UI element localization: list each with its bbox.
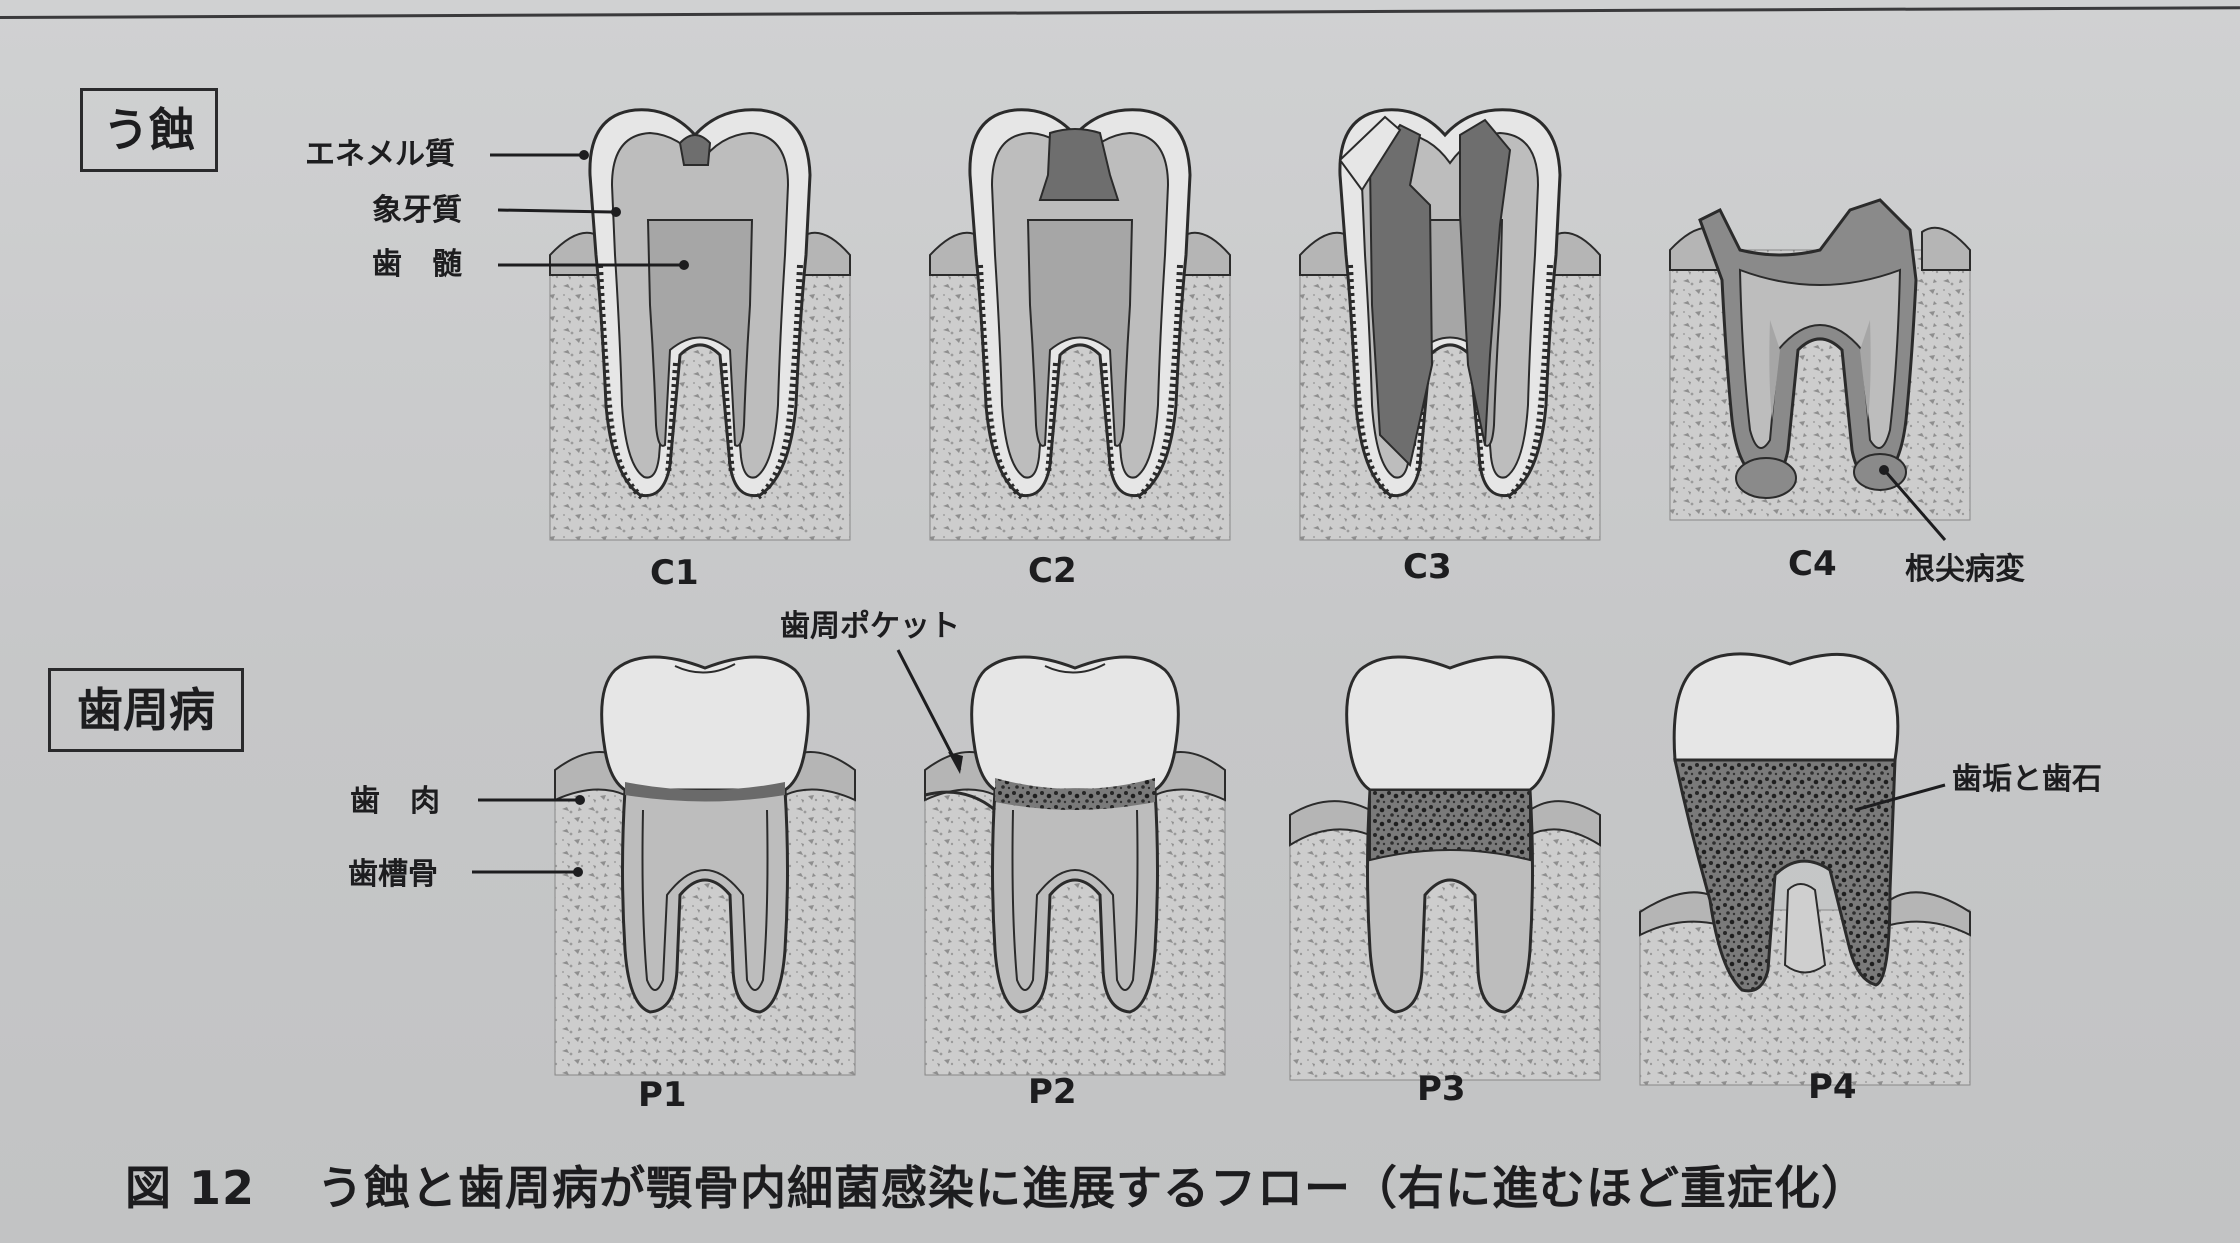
gingiva-label: 歯 肉 xyxy=(350,784,440,819)
apical-lesion-label: 根尖病変 xyxy=(1905,552,2025,587)
stage-p2: P2 xyxy=(1028,1072,1077,1112)
pulp-label: 歯 髄 xyxy=(372,247,462,282)
dentin-label: 象牙質 xyxy=(372,193,462,228)
stage-c3: C3 xyxy=(1403,547,1452,587)
stage-c4: C4 xyxy=(1788,544,1837,584)
plaque-calculus-label: 歯垢と歯石 xyxy=(1952,762,2102,797)
figure-caption-text: う蝕と歯周病が顎骨内細菌感染に進展するフロー（右に進むほど重症化） xyxy=(317,1161,1869,1215)
stage-p1: P1 xyxy=(638,1075,687,1115)
alveolar-bone-label: 歯槽骨 xyxy=(348,857,438,892)
figure-number: 図 12 xyxy=(125,1161,256,1215)
caries-section-label: う蝕 xyxy=(80,88,218,172)
stage-p3: P3 xyxy=(1417,1069,1466,1109)
stage-p4: P4 xyxy=(1808,1067,1857,1107)
stage-c2: C2 xyxy=(1028,551,1077,591)
pocket-label: 歯周ポケット xyxy=(780,609,960,644)
stage-c1: C1 xyxy=(650,553,699,593)
enamel-label: エネメル質 xyxy=(305,137,455,172)
periodontal-section-label: 歯周病 xyxy=(48,668,244,752)
